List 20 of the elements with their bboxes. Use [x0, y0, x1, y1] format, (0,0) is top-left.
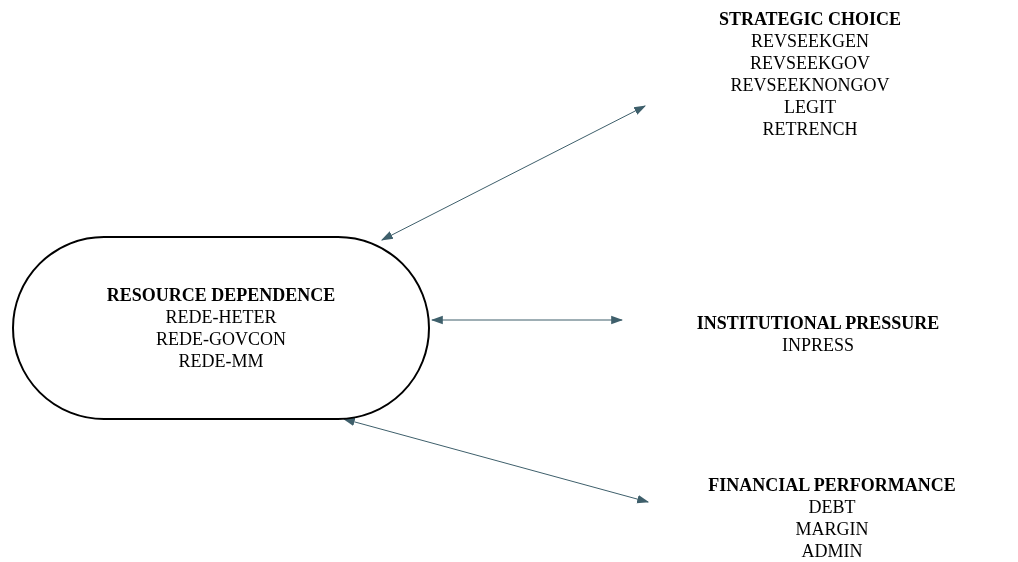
concept-heading: FINANCIAL PERFORMANCE	[708, 474, 956, 496]
variable-label: DEBT	[808, 496, 856, 518]
variable-label: LEGIT	[784, 96, 836, 118]
stadium-shape	[12, 236, 430, 420]
concept-heading: RESOURCE DEPENDENCE	[106, 284, 336, 306]
variable-label: REDE-MM	[178, 350, 264, 372]
variable-label: REVSEEKGEN	[751, 30, 869, 52]
double-arrow	[430, 315, 624, 325]
concept-heading: INSTITUTIONAL PRESSURE	[696, 312, 940, 334]
variable-label: INPRESS	[782, 334, 854, 356]
double-arrow	[342, 417, 650, 504]
variable-label: MARGIN	[795, 518, 869, 540]
concept-heading: STRATEGIC CHOICE	[718, 8, 902, 30]
variable-label: ADMIN	[801, 540, 863, 562]
variable-label: REDE-GOVCON	[156, 328, 286, 350]
variable-label: REVSEEKGOV	[750, 52, 870, 74]
variable-label: REDE-HETER	[165, 306, 277, 328]
variable-label: REVSEEKNONGOV	[730, 74, 890, 96]
variable-label: RETRENCH	[762, 118, 858, 140]
double-arrow	[380, 105, 647, 241]
